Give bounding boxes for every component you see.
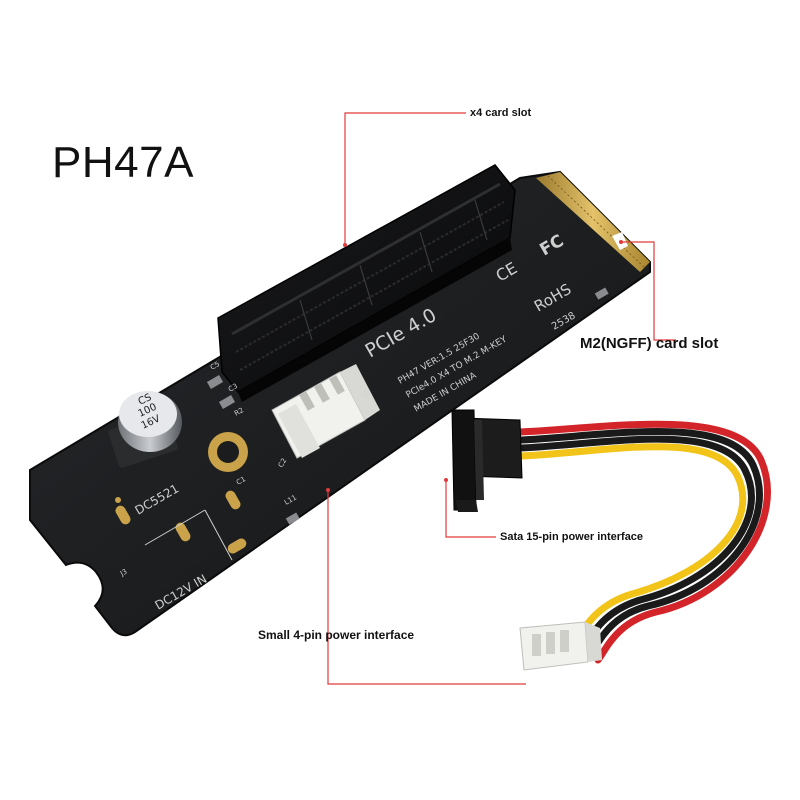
product-title: PH47A [52,138,194,187]
c5-marking: C5 [209,360,221,372]
j3-marking: J3 [118,568,129,579]
board-4pin-connector [271,364,380,459]
callout-sata-power: Sata 15-pin power interface [500,531,644,543]
callout-line-sata [445,480,496,538]
callout-line-x4 [344,112,466,245]
cap-label-1: CS [137,392,154,408]
callout-x4-card-slot: x4 card slot [470,107,532,119]
power-cable [516,420,771,664]
r2-marking: R2 [233,406,245,418]
dc-jack-pads [115,490,247,554]
callout-lines [326,112,676,685]
callout-line-m2 [621,241,676,341]
c2-marking: C2 [277,457,289,469]
cable-4pin-connector [519,621,602,671]
capacitor: CS 100 16V [108,391,182,468]
callout-m2-card-slot: M2(NGFF) card slot [580,335,719,352]
c1-marking: C1 [235,475,247,487]
mounting-pad [208,432,248,472]
j2-marking: J2 [360,389,371,400]
pcie-x4-slot [217,164,516,402]
smd-components [206,287,609,525]
callout-line-4pin [327,490,526,685]
c3-marking: C3 [227,382,239,394]
callout-4pin-power: Small 4-pin power interface [258,628,415,642]
sata-connector [451,409,523,512]
